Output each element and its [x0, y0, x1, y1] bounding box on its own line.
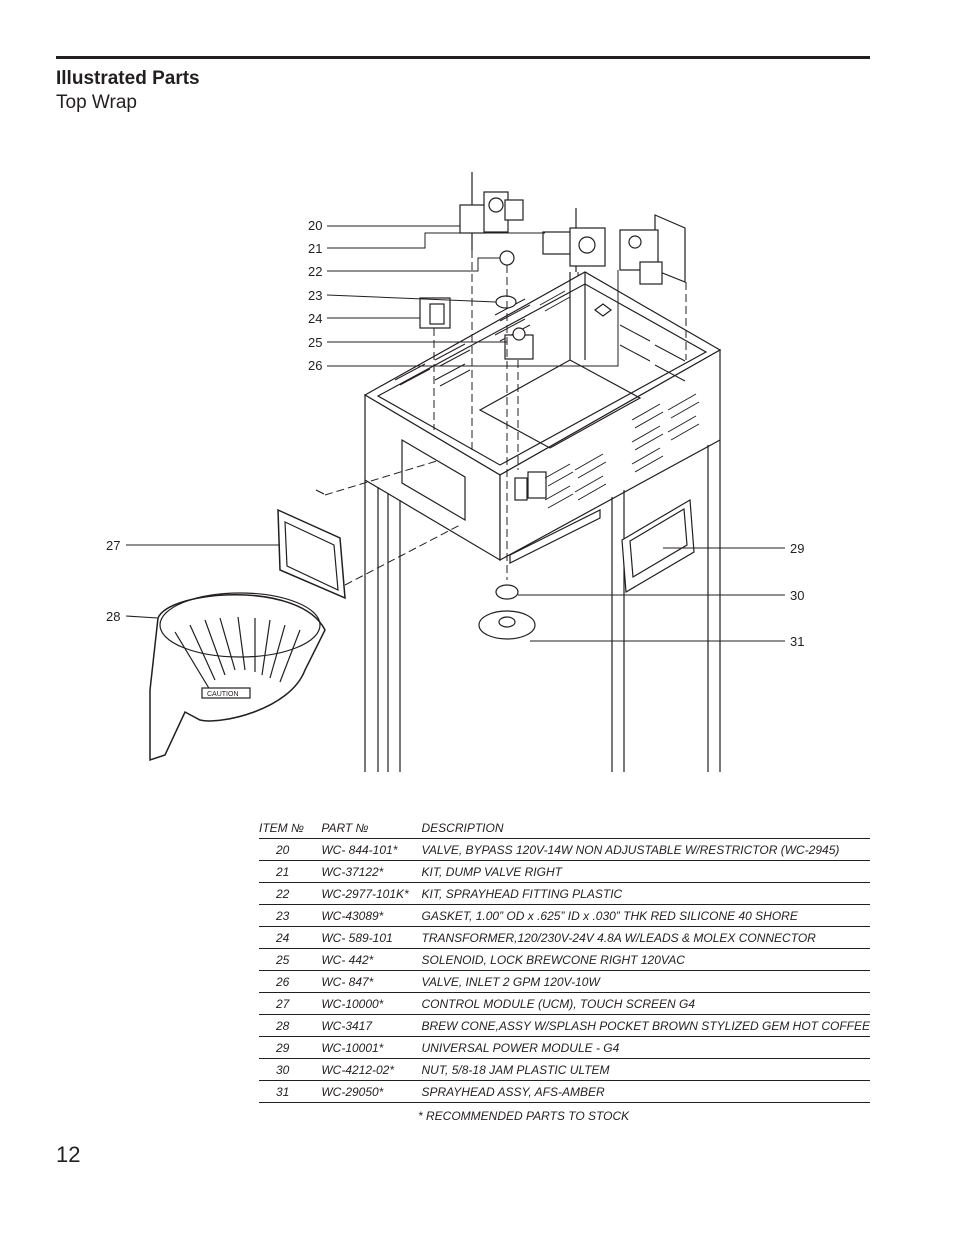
- exploded-parts-diagram: 20 21 22 23 24 25 26 27 28 29 30 31 CAUT…: [106, 172, 804, 772]
- parts-table-header: ITEM № PART № DESCRIPTION: [259, 820, 870, 839]
- item-number: 27: [259, 992, 322, 1015]
- item-number: 20: [259, 838, 322, 861]
- part-description: VALVE, INLET 2 GPM 120V-10W: [421, 970, 870, 993]
- lower-frame: [364, 440, 721, 772]
- item-number: 24: [259, 926, 322, 949]
- part-description: SPRAYHEAD ASSY, AFS-AMBER: [421, 1080, 870, 1103]
- section-title: Illustrated Parts: [56, 68, 200, 89]
- callout-28: 28: [106, 609, 120, 624]
- part-number: WC- 442*: [321, 948, 422, 971]
- item-number: 22: [259, 882, 322, 905]
- part-description: GASKET, 1.00” OD x .625” ID x .030” THK …: [421, 904, 870, 927]
- item-number: 21: [259, 860, 322, 883]
- item-number: 31: [259, 1080, 322, 1103]
- part-number: WC-10000*: [321, 992, 422, 1015]
- item-number: 26: [259, 970, 322, 993]
- dump-valve: [542, 208, 606, 272]
- callout-21: 21: [308, 241, 322, 256]
- part-description: KIT, DUMP VALVE RIGHT: [421, 860, 870, 883]
- part-number: WC- 844-101*: [321, 838, 422, 861]
- callout-31: 31: [790, 634, 804, 649]
- part-number: WC-2977-101K*: [321, 882, 422, 905]
- callout-27: 27: [106, 538, 120, 553]
- part-description: SOLENOID, LOCK BREWCONE RIGHT 120VAC: [421, 948, 870, 971]
- header-part: PART №: [321, 820, 422, 839]
- part-description: BREW CONE,ASSY W/SPLASH POCKET BROWN STY…: [421, 1014, 870, 1037]
- part-description: UNIVERSAL POWER MODULE - G4: [421, 1036, 870, 1059]
- section-subtitle: Top Wrap: [56, 92, 137, 113]
- part-number: WC-10001*: [321, 1036, 422, 1059]
- callout-20: 20: [308, 218, 322, 233]
- gasket: [495, 295, 517, 309]
- bypass-valve: [459, 172, 524, 250]
- transformer: [419, 297, 451, 329]
- part-description: TRANSFORMER,120/230V-24V 4.8A W/LEADS & …: [421, 926, 870, 949]
- top-rule: [56, 56, 870, 59]
- footnote: * RECOMMENDED PARTS TO STOCK: [418, 1109, 630, 1123]
- part-number: WC-37122*: [321, 860, 422, 883]
- page-number: 12: [56, 1142, 81, 1167]
- item-number: 25: [259, 948, 322, 971]
- part-number: WC- 847*: [321, 970, 422, 993]
- part-number: WC-3417: [321, 1014, 422, 1037]
- power-module: [621, 498, 695, 594]
- part-number: WC-29050*: [321, 1080, 422, 1103]
- part-number: WC-43089*: [321, 904, 422, 927]
- item-number: 28: [259, 1014, 322, 1037]
- callout-26: 26: [308, 358, 322, 373]
- lock-solenoid: [504, 327, 534, 360]
- item-number: 23: [259, 904, 322, 927]
- brew-cone: [149, 592, 326, 762]
- callout-25: 25: [308, 335, 322, 350]
- callout-23: 23: [308, 288, 322, 303]
- sprayhead-assy: [478, 610, 536, 640]
- caution-label: CAUTION: [207, 691, 239, 698]
- header-item: ITEM №: [259, 820, 322, 839]
- part-description: CONTROL MODULE (UCM), TOUCH SCREEN G4: [421, 992, 870, 1015]
- callout-30: 30: [790, 588, 804, 603]
- inlet-valve: [619, 214, 686, 285]
- part-description: NUT, 5/8-18 JAM PLASTIC ULTEM: [421, 1058, 870, 1081]
- callout-22: 22: [308, 264, 322, 279]
- item-number: 29: [259, 1036, 322, 1059]
- top-wrap-housing: [363, 271, 722, 562]
- jam-nut: [495, 584, 519, 600]
- touch-screen-module: [277, 489, 346, 600]
- part-description: VALVE, BYPASS 120V-14W NON ADJUSTABLE W/…: [421, 838, 870, 861]
- item-number: 30: [259, 1058, 322, 1081]
- part-description: KIT, SPRAYHEAD FITTING PLASTIC: [421, 882, 870, 905]
- sprayhead-fitting: [499, 250, 515, 266]
- part-number: WC- 589-101: [321, 926, 422, 949]
- part-number: WC-4212-02*: [321, 1058, 422, 1081]
- header-description: DESCRIPTION: [421, 820, 870, 839]
- callout-29: 29: [790, 541, 804, 556]
- callout-24: 24: [308, 311, 322, 326]
